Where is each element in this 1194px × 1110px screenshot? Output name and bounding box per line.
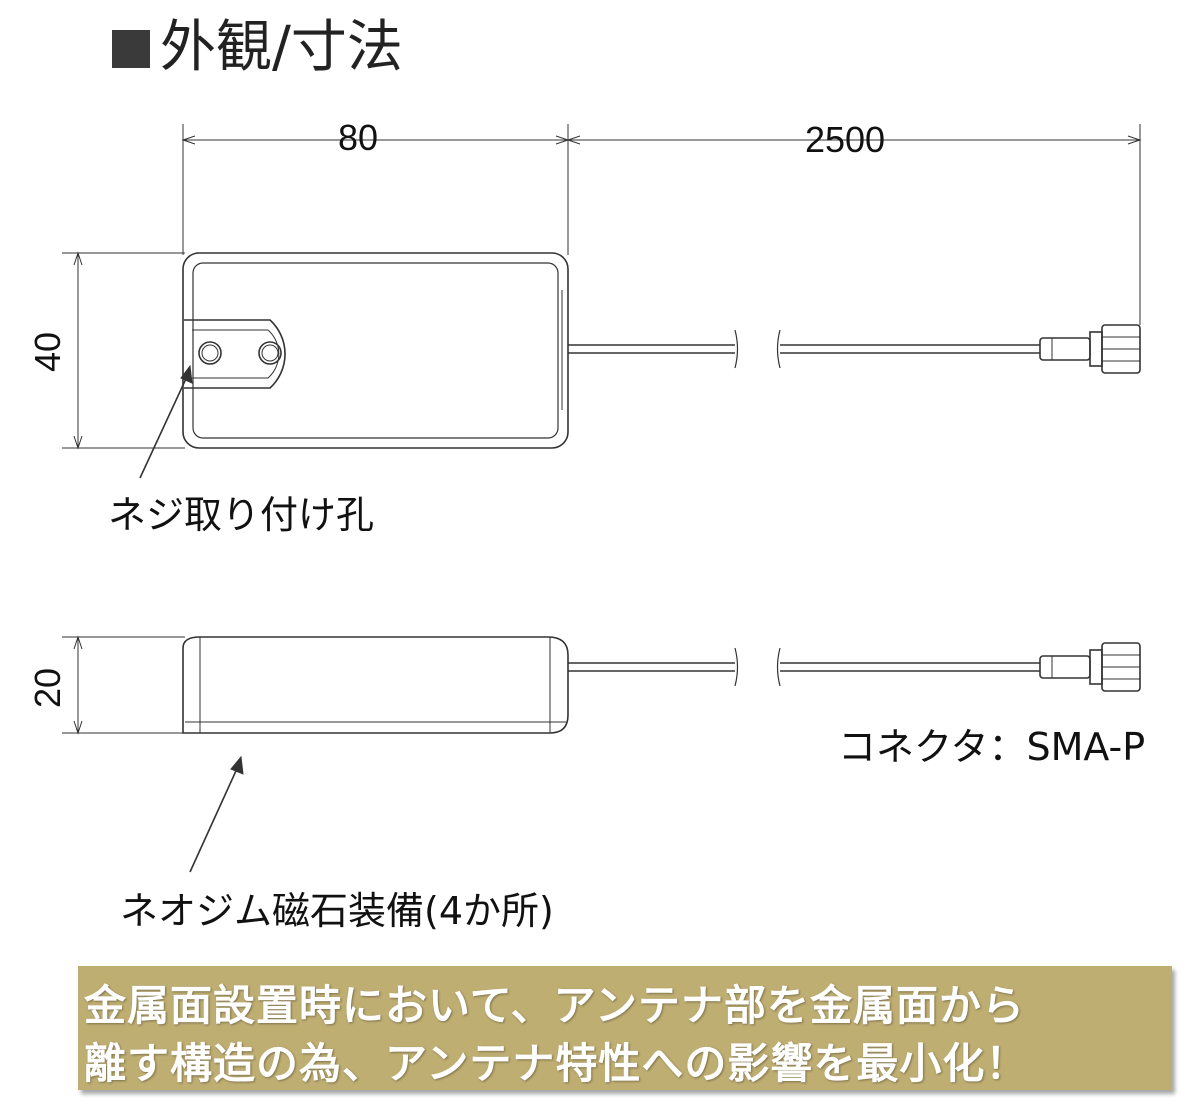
dim-width-80: 80: [338, 117, 378, 158]
banner-line-2: 離す構造の為、アンテナ特性への影響を最小化！: [84, 1039, 1029, 1088]
banner-line-1: 金属面設置時において、アンテナ部を金属面から: [84, 981, 1025, 1030]
magnet-label: ネオジム磁石装備(4か所): [120, 889, 554, 933]
side-view-body: [182, 636, 569, 734]
top-view-body: [182, 252, 569, 449]
square-bullet-icon: [112, 30, 150, 68]
connector-label: コネクタ：SMA-P: [838, 725, 1146, 769]
section-title: 外観/寸法: [112, 12, 403, 84]
screw-hole-left: [198, 341, 222, 365]
dim-depth-20: 20: [27, 668, 68, 708]
top-view: [62, 124, 1142, 479]
title-text: 外観/寸法: [160, 15, 403, 80]
connector-side: [1039, 642, 1141, 692]
screw-hole-right: [258, 341, 282, 365]
feature-banner: 金属面設置時において、アンテナ部を金属面から 離す構造の為、アンテナ特性への影響…: [78, 966, 1172, 1090]
screw-hole-label: ネジ取り付け孔: [108, 493, 375, 537]
dim-cable-2500: 2500: [805, 119, 885, 160]
mounting-tab: [184, 319, 286, 389]
side-view: [62, 635, 1141, 873]
connector-top: [1039, 324, 1141, 374]
dim-height-40: 40: [27, 332, 68, 372]
